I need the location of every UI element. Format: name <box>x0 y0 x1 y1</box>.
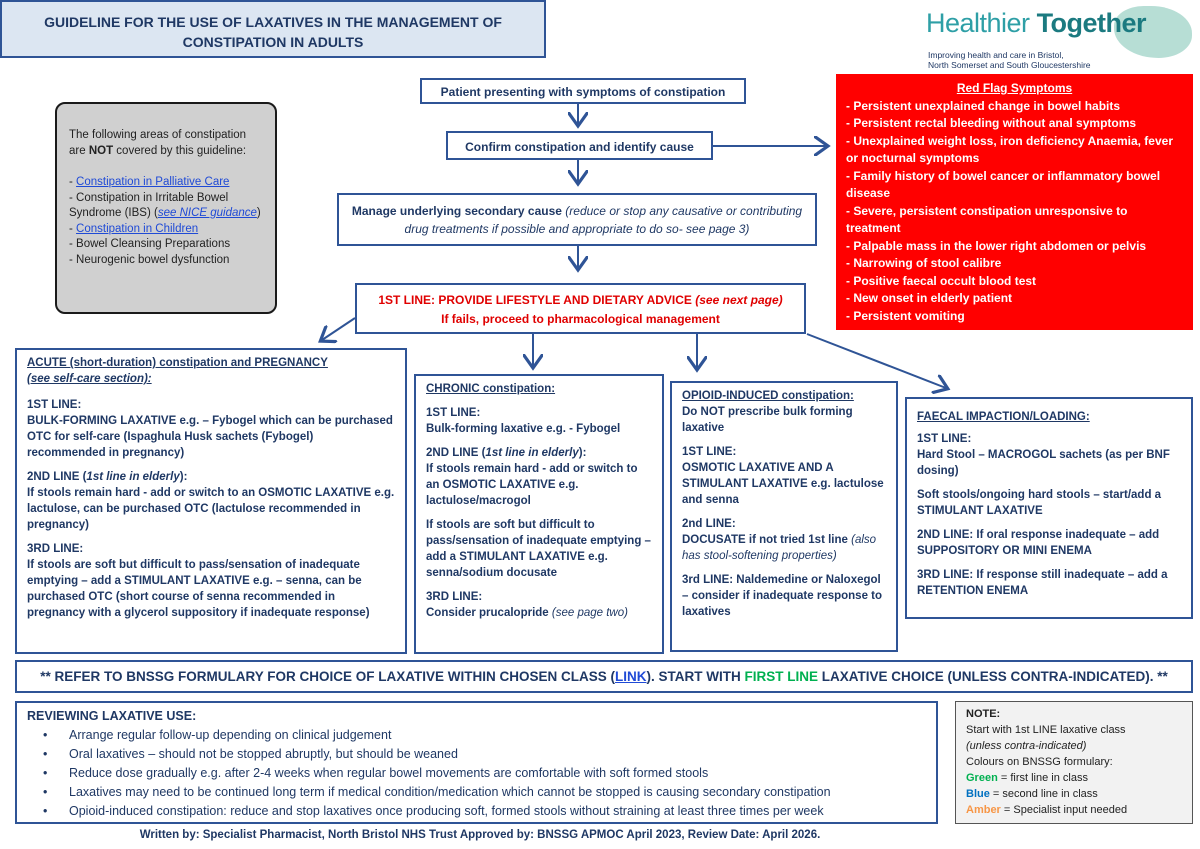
red-flag-box: Red Flag Symptoms - Persistent unexplain… <box>836 74 1193 330</box>
formulary-banner: ** REFER TO BNSSG FORMULARY FOR CHOICE O… <box>15 660 1193 693</box>
note-line: Start with 1st LINE laxative class <box>966 724 1126 736</box>
red-flag-item: - Palpable mass in the lower right abdom… <box>846 238 1147 253</box>
logo-name: Healthier Together <box>926 8 1147 38</box>
logo-subtitle: Improving health and care in Bristol, No… <box>928 50 1091 70</box>
note-line: Colours on BNSSG formulary: <box>966 756 1113 768</box>
red-flag-item: - Unexplained weight loss, iron deficien… <box>846 133 1173 166</box>
blue-label: Blue <box>966 788 990 800</box>
review-box: REVIEWING LAXATIVE USE: Arrange regular … <box>15 701 938 824</box>
formulary-link[interactable]: LINK <box>615 669 647 684</box>
review-list: Arrange regular follow-up depending on c… <box>43 726 926 821</box>
red-flag-item: - New onset in elderly patient <box>846 291 1013 305</box>
red-flag-item: - Narrowing of stool calibre <box>846 256 1002 270</box>
review-heading: REVIEWING LAXATIVE USE: <box>27 709 197 723</box>
chronic-box: CHRONIC constipation: 1ST LINE:Bulk-form… <box>414 374 664 654</box>
footer: Written by: Specialist Pharmacist, North… <box>139 829 821 841</box>
red-flag-item: - Family history of bowel cancer or infl… <box>846 168 1161 201</box>
red-flag-item: - Severe, persistent constipation unresp… <box>846 203 1128 236</box>
palliative-care-link[interactable]: Constipation in Palliative Care <box>76 176 230 188</box>
flow-step-confirm: Confirm constipation and identify cause <box>446 131 713 160</box>
flow-step-lifestyle: 1ST LINE: PROVIDE LIFESTYLE AND DIETARY … <box>355 283 806 334</box>
acute-box: ACUTE (short-duration) constipation and … <box>15 348 407 654</box>
page-title: GUIDELINE FOR THE USE OF LAXATIVES IN TH… <box>0 0 546 58</box>
flow-step-patient: Patient presenting with symptoms of cons… <box>420 78 746 104</box>
healthier-together-logo: Healthier Together Improving health and … <box>918 6 1192 72</box>
note-line: (unless contra-indicated) <box>966 740 1087 752</box>
children-link[interactable]: Constipation in Children <box>76 222 199 235</box>
green-label: Green <box>966 772 998 784</box>
red-flag-item: - Persistent vomiting <box>846 308 965 323</box>
not-covered-box: The following areas of constipation are … <box>55 102 277 314</box>
red-flag-item: - Persistent rectal bleeding without ana… <box>846 116 1137 130</box>
amber-label: Amber <box>966 804 1001 816</box>
red-flag-title: Red Flag Symptoms <box>956 81 1073 95</box>
list-item: Opioid-induced constipation: reduce and … <box>43 802 926 821</box>
flow-step-secondary: Manage underlying secondary cause (reduc… <box>337 193 817 246</box>
note-box: NOTE: Start with 1st LINE laxative class… <box>955 701 1193 824</box>
region-map-icon <box>1114 6 1192 58</box>
title-line-2: CONSTIPATION IN ADULTS <box>182 34 364 50</box>
faecal-box: FAECAL IMPACTION/LOADING: 1ST LINE:Hard … <box>905 397 1193 619</box>
arrow-faecal <box>806 333 946 388</box>
list-item: Arrange regular follow-up depending on c… <box>43 726 926 745</box>
opioid-box: OPIOID-INDUCED constipation: Do NOT pres… <box>670 381 898 652</box>
not-covered-item: - Neurogenic bowel dysfunction <box>69 253 230 266</box>
list-item: Laxatives may need to be continued long … <box>43 783 926 802</box>
list-item: Reduce dose gradually e.g. after 2-4 wee… <box>43 764 926 783</box>
red-flag-item: - Positive faecal occult blood test <box>846 273 1037 288</box>
list-item: Oral laxatives – should not be stopped a… <box>43 745 926 764</box>
not-covered-intro: The following areas of constipation are … <box>69 129 247 157</box>
arrow-acute <box>322 317 356 340</box>
not-covered-item: - Bowel Cleansing Preparations <box>69 238 231 250</box>
note-heading: NOTE: <box>966 708 1001 720</box>
red-flag-item: - Persistent unexplained change in bowel… <box>846 98 1121 113</box>
nice-guidance-link[interactable]: see NICE guidance <box>157 207 257 219</box>
title-line-1: GUIDELINE FOR THE USE OF LAXATIVES IN TH… <box>44 14 502 30</box>
